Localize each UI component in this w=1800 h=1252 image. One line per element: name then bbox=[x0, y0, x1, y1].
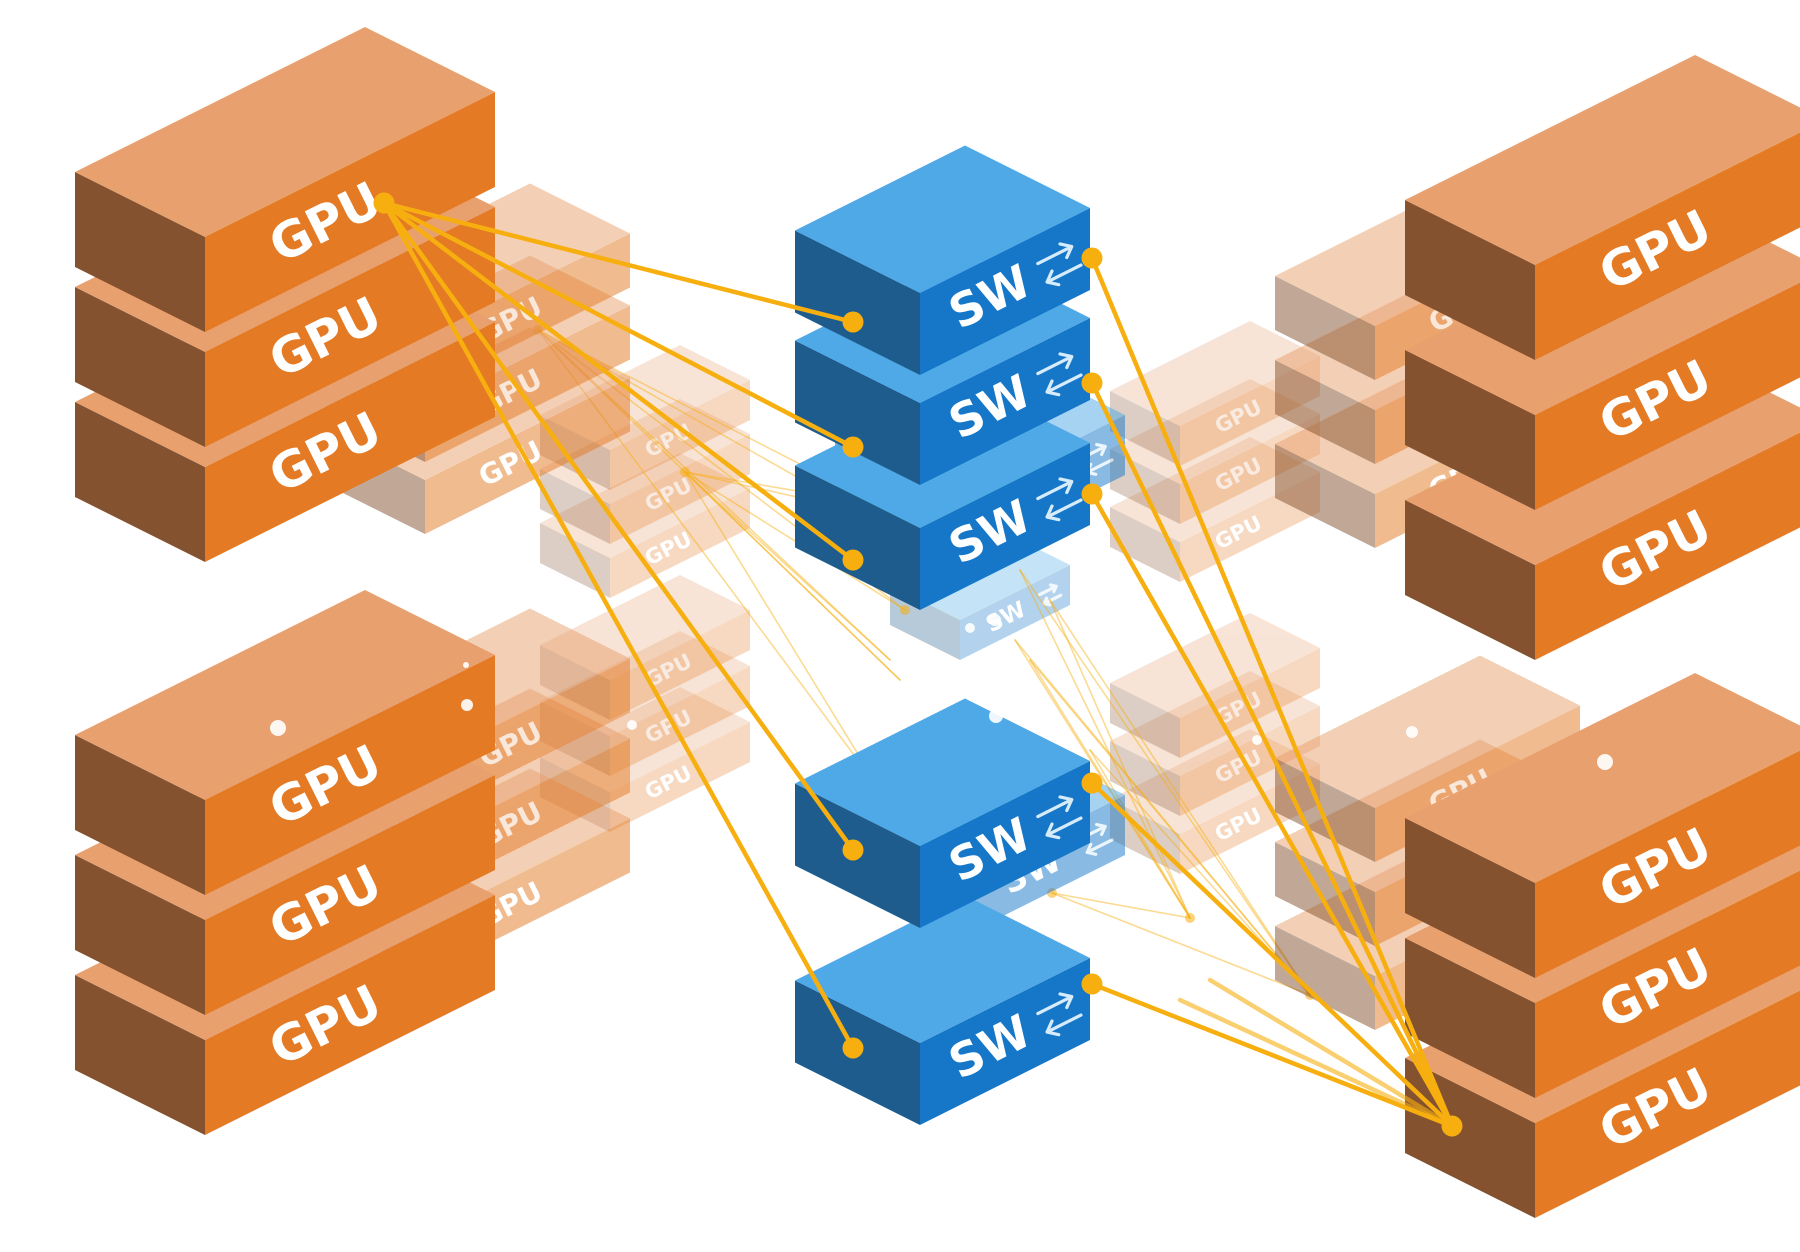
status-light-icon bbox=[1252, 735, 1262, 745]
connector-dot-icon bbox=[842, 311, 864, 333]
status-light-icon bbox=[270, 720, 286, 736]
connector-dot-icon bbox=[680, 467, 690, 477]
gpu-far-topleft-2: GPU bbox=[540, 399, 750, 544]
link-topleft-to-switch bbox=[381, 200, 856, 450]
status-light-icon bbox=[461, 699, 473, 711]
link-bottomright-to-switch bbox=[1089, 981, 1455, 1129]
faint-link bbox=[1019, 569, 1311, 996]
faint-link bbox=[1051, 892, 1191, 919]
bidirectional-arrows-icon bbox=[1036, 795, 1083, 840]
bidirectional-arrows-icon bbox=[1036, 242, 1083, 287]
gpu-front-bottomright-1: GPU bbox=[1405, 673, 1800, 978]
connector-dot-icon bbox=[1185, 913, 1195, 923]
bidirectional-arrows-icon bbox=[1038, 583, 1063, 607]
faint-link bbox=[1014, 639, 1311, 996]
connector-dot-icon bbox=[373, 192, 395, 214]
bidirectional-arrows-icon bbox=[1036, 352, 1083, 397]
connector-dot-icon bbox=[842, 436, 864, 458]
faint-link bbox=[1019, 569, 1191, 919]
switch-front-5: SW bbox=[795, 698, 1090, 928]
faint-link bbox=[684, 471, 901, 681]
bidirectional-arrows-icon bbox=[1036, 477, 1083, 522]
link-bottomright-to-switch bbox=[1089, 780, 1455, 1129]
connector-dot-icon bbox=[1081, 973, 1103, 995]
status-light-icon bbox=[1407, 637, 1413, 643]
connector-dot-icon bbox=[1081, 483, 1103, 505]
connector-dot-icon bbox=[842, 839, 864, 861]
switch-front-6: SW bbox=[795, 895, 1090, 1125]
gpu-front-bottomleft-1: GPU bbox=[75, 590, 495, 895]
link-bottomright-to-switch bbox=[1089, 255, 1455, 1129]
connector-dot-icon bbox=[1081, 772, 1103, 794]
connector-dot-icon bbox=[842, 1037, 864, 1059]
link-bottomright-to-mid bbox=[1207, 977, 1455, 1129]
connector-dot-icon bbox=[1081, 247, 1103, 269]
link-topleft-to-switch bbox=[381, 200, 856, 563]
link-bottomright-to-switch bbox=[1089, 491, 1455, 1129]
status-light-icon bbox=[1597, 754, 1613, 770]
link-topleft-to-switch bbox=[381, 200, 856, 325]
status-light-icon bbox=[627, 720, 637, 730]
links-layer bbox=[373, 192, 1463, 1137]
connector-dot-icon bbox=[900, 605, 910, 615]
status-light-icon bbox=[1407, 682, 1413, 688]
gpu-far-bottomright-1: GPU bbox=[1110, 613, 1320, 758]
faint-link bbox=[684, 471, 881, 791]
status-light-icon bbox=[965, 623, 975, 633]
status-light-icon bbox=[989, 709, 1003, 723]
link-topleft-to-switch bbox=[381, 200, 856, 853]
link-bottomright-to-mid bbox=[1177, 997, 1455, 1129]
bidirectional-arrows-icon bbox=[1036, 992, 1083, 1037]
status-light-icon bbox=[463, 605, 469, 611]
gpu-front-topleft-1: GPU bbox=[75, 27, 495, 332]
link-topleft-to-switch bbox=[381, 200, 856, 1051]
faint-link bbox=[684, 471, 891, 661]
connector-dot-icon bbox=[1081, 372, 1103, 394]
faint-link bbox=[1014, 639, 1191, 919]
faint-link bbox=[1089, 749, 1191, 919]
status-light-icon bbox=[1406, 726, 1418, 738]
status-light-icon bbox=[463, 662, 469, 668]
link-bottomright-to-switch bbox=[1089, 380, 1455, 1129]
gpu-front-topright-1: GPU bbox=[1405, 55, 1800, 360]
connector-dot-icon bbox=[842, 549, 864, 571]
foreground-layer: GPUGPUGPUGPUGPUGPUGPUGPUGPUGPUGPUGPUSWSW… bbox=[75, 27, 1800, 1218]
faint-link bbox=[1029, 659, 1311, 996]
connector-dot-icon bbox=[1441, 1115, 1463, 1137]
faint-link bbox=[1051, 892, 1311, 996]
faint-link bbox=[1049, 599, 1311, 996]
faint-link bbox=[1049, 599, 1191, 919]
status-light-icon bbox=[989, 614, 1001, 626]
switch-front-1: SW bbox=[795, 145, 1090, 375]
